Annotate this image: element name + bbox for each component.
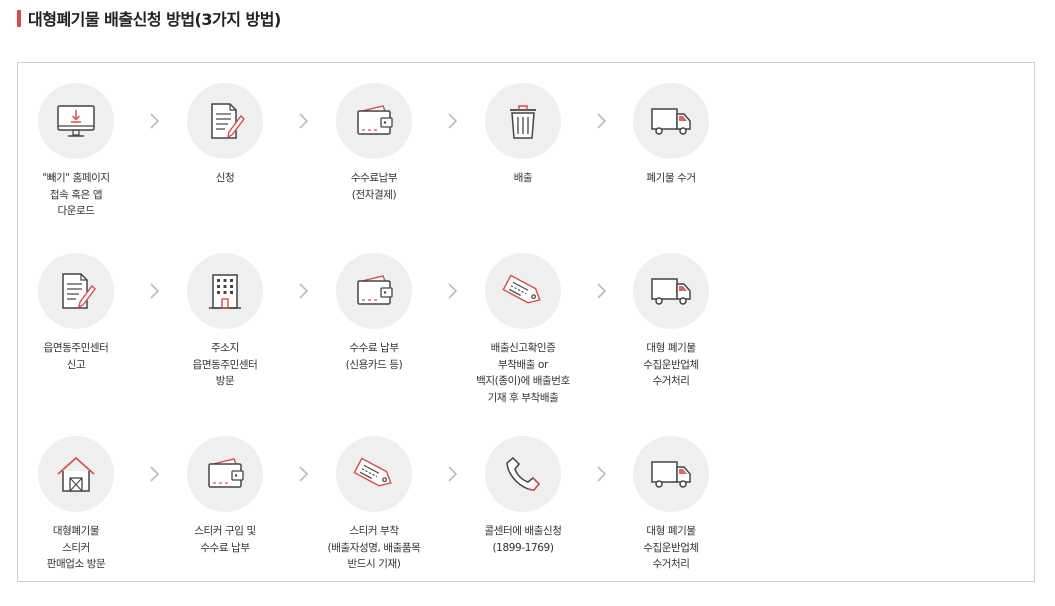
- step-icon-circle: [38, 436, 114, 512]
- chevron-right-icon: [296, 281, 310, 301]
- step-icon-circle: [336, 253, 412, 329]
- step-icon-circle: [187, 436, 263, 512]
- step-icon-circle: [187, 83, 263, 159]
- process-row-2: 읍면동주민센터 신고 주소지 읍면동주민센터 방문 수수료 납부 (신용카드 등…: [18, 253, 1036, 423]
- process-row-3: 대형폐기물 스티커 판매업소 방문 스티커 구입 및 수수료 납부 스티커 부착…: [18, 436, 1036, 606]
- step-icon-circle: [336, 83, 412, 159]
- process-step: 스티커 구입 및 수수료 납부: [170, 436, 280, 556]
- monitor-download-icon: [54, 99, 98, 143]
- process-step: 읍면동주민센터 신고: [21, 253, 131, 373]
- process-step: 대형폐기물 스티커 판매업소 방문: [21, 436, 131, 573]
- chevron-right-icon: [445, 111, 459, 131]
- step-icon-circle: [187, 253, 263, 329]
- process-step: 배출: [468, 83, 578, 187]
- process-step: 대형 폐기물 수집운반업체 수거처리: [616, 436, 726, 573]
- process-row-1: "빼기" 홈페이지 접속 혹은 앱 다운로드 신청 수수료납부 (전자결제) 배…: [18, 83, 1036, 253]
- title-accent-bar: [17, 9, 21, 27]
- process-step: 폐기물 수거: [616, 83, 726, 187]
- step-label: 읍면동주민센터 신고: [43, 342, 109, 371]
- step-label: 수수료납부 (전자결제): [350, 172, 398, 201]
- step-label: 스티커 구입 및 수수료 납부: [194, 525, 256, 554]
- step-icon-circle: [485, 83, 561, 159]
- step-label: 스티커 부착 (배출자성명, 배출품목 반드시 기재): [327, 525, 421, 570]
- tag-icon: [352, 452, 396, 496]
- step-icon-circle: [38, 83, 114, 159]
- process-diagram: "빼기" 홈페이지 접속 혹은 앱 다운로드 신청 수수료납부 (전자결제) 배…: [17, 62, 1035, 582]
- section-title: 대형폐기물 배출신청 방법(3가지 방법): [17, 7, 281, 29]
- chevron-right-icon: [147, 464, 161, 484]
- step-icon-circle: [633, 253, 709, 329]
- step-icon-circle: [633, 83, 709, 159]
- step-label: 신청: [215, 172, 235, 184]
- phone-icon: [501, 452, 545, 496]
- process-step: 수수료 납부 (신용카드 등): [319, 253, 429, 373]
- step-icon-circle: [485, 253, 561, 329]
- truck-icon: [649, 269, 693, 313]
- step-label: 배출: [513, 172, 533, 184]
- step-icon-circle: [633, 436, 709, 512]
- chevron-right-icon: [296, 464, 310, 484]
- chevron-right-icon: [594, 464, 608, 484]
- process-step: 주소지 읍면동주민센터 방문: [170, 253, 280, 390]
- process-step: 스티커 부착 (배출자성명, 배출품목 반드시 기재): [319, 436, 429, 573]
- process-step: 콜센터에 배출신청 (1899-1769): [468, 436, 578, 556]
- step-label: 대형 폐기물 수집운반업체 수거처리: [643, 525, 699, 570]
- step-label: 주소지 읍면동주민센터 방문: [192, 342, 258, 387]
- house-icon: [54, 452, 98, 496]
- trash-can-icon: [501, 99, 545, 143]
- step-label: 폐기물 수거: [646, 172, 696, 184]
- tag-icon: [501, 269, 545, 313]
- process-step: 배출신고확인증 부착배출 or 백지(종이)에 배출번호 기재 후 부착배출: [468, 253, 578, 406]
- wallet-icon: [352, 269, 396, 313]
- chevron-right-icon: [594, 281, 608, 301]
- document-pen-icon: [203, 99, 247, 143]
- step-label: 배출신고확인증 부착배출 or 백지(종이)에 배출번호 기재 후 부착배출: [476, 342, 570, 404]
- wallet-icon: [203, 452, 247, 496]
- process-step: 신청: [170, 83, 280, 187]
- wallet-icon: [352, 99, 396, 143]
- step-label: 대형 폐기물 수집운반업체 수거처리: [643, 342, 699, 387]
- step-label: 수수료 납부 (신용카드 등): [345, 342, 403, 371]
- process-step: "빼기" 홈페이지 접속 혹은 앱 다운로드: [21, 83, 131, 220]
- building-icon: [203, 269, 247, 313]
- chevron-right-icon: [445, 464, 459, 484]
- chevron-right-icon: [594, 111, 608, 131]
- step-label: 콜센터에 배출신청 (1899-1769): [484, 525, 562, 554]
- chevron-right-icon: [147, 281, 161, 301]
- process-step: 대형 폐기물 수집운반업체 수거처리: [616, 253, 726, 390]
- chevron-right-icon: [296, 111, 310, 131]
- chevron-right-icon: [147, 111, 161, 131]
- document-pen-icon: [54, 269, 98, 313]
- page-title: 대형폐기물 배출신청 방법(3가지 방법): [28, 10, 281, 29]
- chevron-right-icon: [445, 281, 459, 301]
- step-label: 대형폐기물 스티커 판매업소 방문: [46, 525, 106, 570]
- step-icon-circle: [336, 436, 412, 512]
- step-icon-circle: [38, 253, 114, 329]
- truck-icon: [649, 99, 693, 143]
- truck-icon: [649, 452, 693, 496]
- step-icon-circle: [485, 436, 561, 512]
- step-label: "빼기" 홈페이지 접속 혹은 앱 다운로드: [42, 172, 110, 217]
- process-step: 수수료납부 (전자결제): [319, 83, 429, 203]
